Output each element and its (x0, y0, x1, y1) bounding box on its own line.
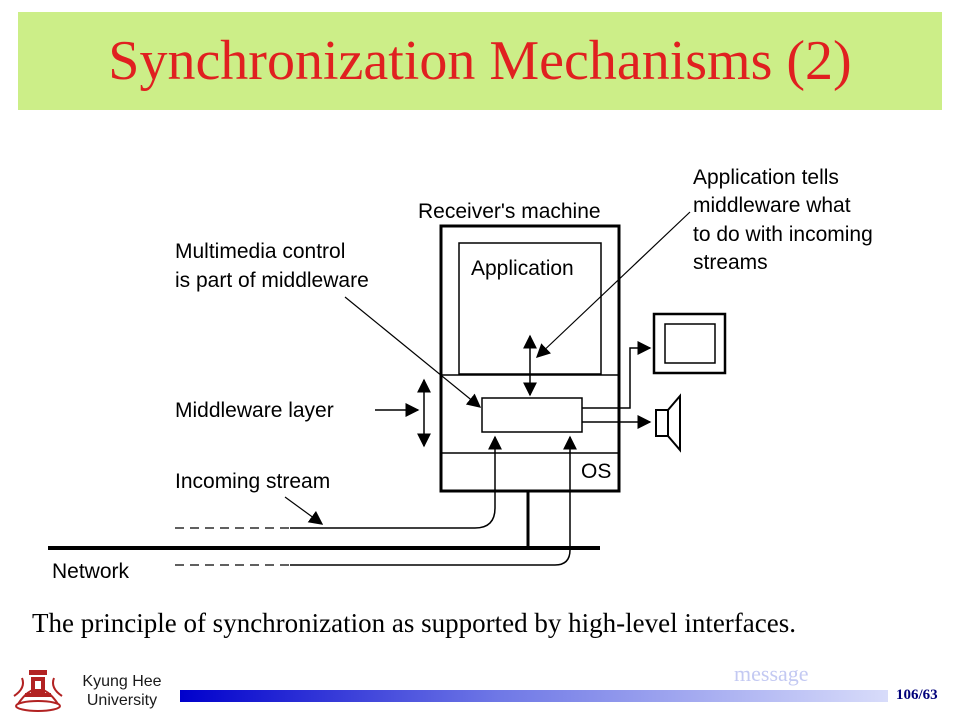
page-title: Synchronization Mechanisms (2) (108, 30, 852, 92)
slide-progress-fill (180, 690, 888, 702)
application-label: Application (471, 257, 574, 280)
receiver-machine-label: Receiver's machine (418, 200, 601, 223)
incoming-stream-path-1 (290, 435, 502, 529)
slide-progress-bar (180, 690, 888, 702)
receiver-machine-box (439, 224, 621, 493)
university-seal-icon (13, 670, 63, 712)
figure-caption: The principle of synchronization as supp… (32, 608, 797, 638)
multimedia-control-pointer (344, 296, 482, 408)
incoming-stream-path-2 (290, 435, 577, 566)
university-name-line-2: University (86, 692, 158, 709)
multimedia-control-box (481, 397, 583, 433)
incoming-stream-label: Incoming stream (175, 470, 330, 493)
middleware-layer-label: Middleware layer (175, 399, 334, 422)
display-output-path (582, 341, 652, 409)
app-tells-line-4: streams (693, 251, 768, 274)
university-name: Kyung Hee University (70, 672, 174, 710)
mm-control-line-2: is part of middleware (175, 269, 369, 292)
display-icon (652, 312, 727, 375)
message-text: message (734, 661, 809, 686)
page-number: 106/63 (896, 687, 938, 703)
app-tells-line-3: to do with incoming (693, 223, 873, 246)
title-bar: Synchronization Mechanisms (2) (18, 12, 942, 110)
mm-control-line-1: Multimedia control (175, 240, 345, 263)
application-tells-pointer (535, 211, 691, 358)
os-label: OS (581, 460, 611, 483)
incoming-stream-pointer (284, 496, 324, 525)
app-tells-line-2: middleware what (693, 194, 851, 217)
network-label: Network (52, 560, 130, 583)
speaker-icon (655, 393, 681, 453)
app-tells-line-1: Application tells (693, 166, 839, 189)
university-name-line-1: Kyung Hee (82, 673, 162, 690)
